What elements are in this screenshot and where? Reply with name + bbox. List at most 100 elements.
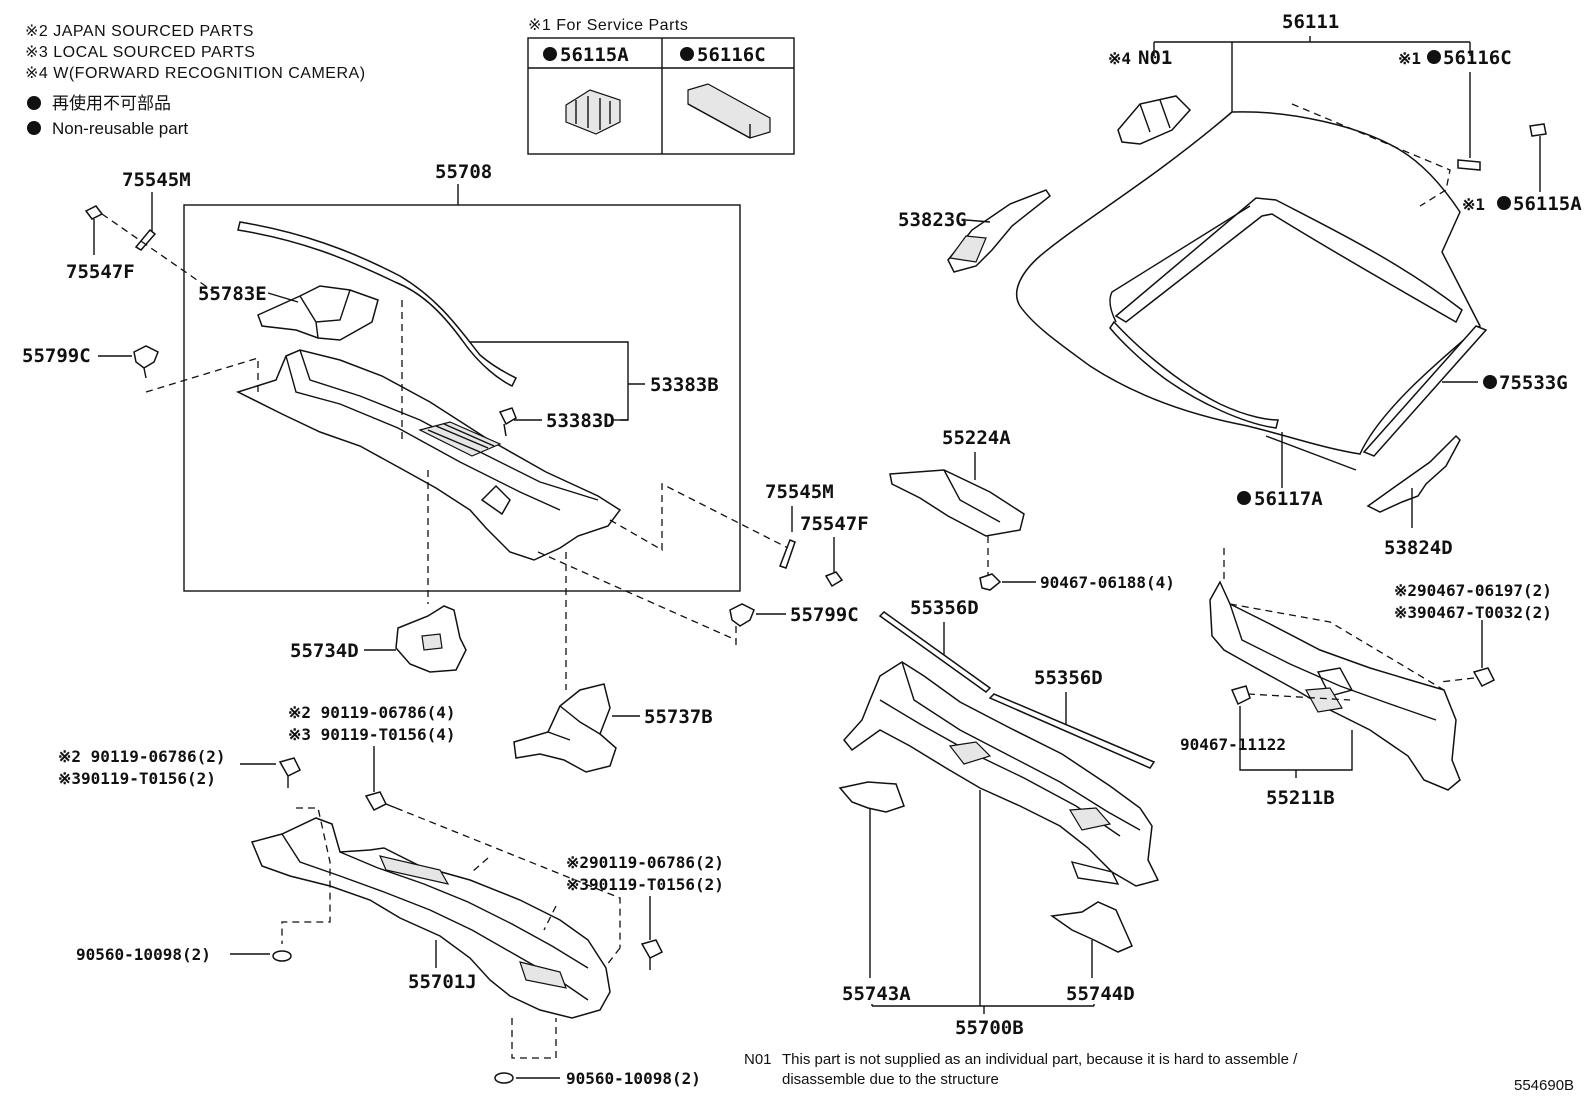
cowl-louver-55708 <box>236 349 622 561</box>
label-90467-06188: 90467-06188(4) <box>1040 573 1175 592</box>
seal-55356d-a <box>878 611 992 693</box>
label-55224a: 55224A <box>942 427 1011 449</box>
clip-53383d <box>498 407 517 437</box>
footnote-code: N01 <box>744 1051 772 1068</box>
service-col2-label: 56116C <box>697 44 766 66</box>
label-75533g: 75533G <box>1499 372 1568 394</box>
clip-55799c-a <box>133 345 159 369</box>
note-japan-sourced: ※2 JAPAN SOURCED PARTS <box>25 23 254 40</box>
clip-90467-06197 <box>1472 667 1496 687</box>
seal-55356d-b <box>988 693 1156 769</box>
legend-notes: ※2 JAPAN SOURCED PARTS ※3 LOCAL SOURCED … <box>25 23 365 138</box>
label-n01: N01 <box>1138 47 1172 69</box>
label-90560-a: 90560-10098(2) <box>76 945 211 964</box>
label-75547f-b: 75547F <box>800 513 869 535</box>
clip-75547f-b <box>824 571 844 588</box>
label-55356d-b: 55356D <box>1034 667 1103 689</box>
note-nonreuse-jp: 再使用不可部品 <box>52 93 171 113</box>
bracket-55744d <box>1049 901 1133 953</box>
label-55211b: 55211B <box>1266 787 1335 809</box>
diagram-id: 554690B <box>1514 1077 1574 1094</box>
clip-90467-06188 <box>979 573 1002 591</box>
label-55744d: 55744D <box>1066 983 1135 1005</box>
bracket-55743a <box>838 781 905 813</box>
label-53383d: 53383D <box>546 410 615 432</box>
service-table-frame <box>527 37 795 155</box>
label-55701j: 55701J <box>408 971 477 993</box>
washer-90560-a <box>272 950 292 962</box>
camera-bracket-n01 <box>1117 95 1192 145</box>
windshield-group: 56111 ※4 N01 ※1 56116C ※1 56115A 56117A … <box>898 11 1582 559</box>
molding-75533g <box>1362 325 1488 457</box>
service-parts-title: ※1 For Service Parts <box>528 17 688 34</box>
windshield-glass-56111 <box>1015 111 1481 455</box>
label-56116c: 56116C <box>1443 47 1512 69</box>
label-90119-c1: ※290119-06786(2) <box>566 853 724 872</box>
clip-55799c-b <box>729 603 755 627</box>
service-col1-label: 56115A <box>560 44 629 66</box>
clip-90467-11122 <box>1230 685 1251 706</box>
cowl-side-panel-55211b <box>1209 580 1461 791</box>
label-55743a: 55743A <box>842 983 911 1005</box>
washer-90560-b <box>494 1072 514 1084</box>
label-90119-c2: ※390119-T0156(2) <box>566 875 724 894</box>
label-55734d: 55734D <box>290 640 359 662</box>
label-90119-a2: ※3 90119-T0156(4) <box>288 725 456 744</box>
bolt-90119-b <box>278 757 302 777</box>
label-90467-11122: 90467-11122 <box>1180 735 1286 754</box>
label-56115a-prefix: ※1 <box>1462 195 1485 214</box>
clip-56115a-icon <box>565 89 621 135</box>
cowl-panel-55700b <box>843 661 1160 887</box>
label-75545m-b: 75545M <box>765 481 834 503</box>
clip-75547f-a <box>84 205 104 220</box>
label-55708: 55708 <box>435 161 492 183</box>
non-reusable-bullet-icon <box>27 96 41 110</box>
non-reusable-bullet-icon <box>27 121 41 135</box>
bracket-55737b <box>513 683 617 773</box>
cowl-side-55211b-group: ※290467-06197(2) ※390467-T0032(2) 90467-… <box>1180 548 1552 809</box>
bracket-55737b-group: 55737B <box>513 683 713 773</box>
label-55356d-a: 55356D <box>910 597 979 619</box>
label-n01-prefix: ※4 <box>1108 49 1131 68</box>
clip-55799c-a-group: 55799C <box>22 345 259 393</box>
label-90119-b2: ※390119-T0156(2) <box>58 769 216 788</box>
seal-75545m-a <box>134 228 157 251</box>
group-frame-55708 <box>183 204 741 592</box>
label-53383b: 53383B <box>650 374 719 396</box>
label-55737b: 55737B <box>644 706 713 728</box>
label-55799c-b: 55799C <box>790 604 859 626</box>
seal-strip-53383b <box>237 221 518 388</box>
footnote: N01 This part is not supplied as an indi… <box>744 1051 1298 1088</box>
label-75547f-a: 75547F <box>66 261 135 283</box>
label-53823g: 53823G <box>898 209 967 231</box>
seal-75545m-b <box>779 539 796 569</box>
corner-piece-53824d <box>1366 434 1461 513</box>
label-53824d: 53824D <box>1384 537 1453 559</box>
cowl-ventilator-group: 55708 75545M 75547F 55783E 53383B 53383D <box>66 161 789 690</box>
pad-56116c <box>1457 159 1481 171</box>
fasteners-right-group: 75545M 75547F 55799C <box>729 481 869 650</box>
molding-56117a <box>1109 320 1279 429</box>
label-56115a: 56115A <box>1513 193 1582 215</box>
note-nonreuse-en: Non-reusable part <box>52 119 188 138</box>
bracket-55734d-group: 55734D <box>290 605 467 673</box>
label-75545m-a: 75545M <box>122 169 191 191</box>
cowl-panel-55700b-group: 55356D 55356D 55743A 55744D 55700B <box>838 597 1160 1039</box>
dash-insulator-55701j <box>250 817 611 1019</box>
bolt-90119-a <box>364 791 388 811</box>
label-56111: 56111 <box>1282 11 1339 33</box>
bracket-55224a-group: 55224A 90467-06188(4) <box>889 427 1175 592</box>
label-55700b: 55700B <box>955 1017 1024 1039</box>
note-local-sourced: ※3 LOCAL SOURCED PARTS <box>25 44 255 61</box>
bolt-90119-c <box>640 939 664 959</box>
label-90119-b1: ※2 90119-06786(2) <box>58 747 226 766</box>
label-90560-b: 90560-10098(2) <box>566 1069 701 1088</box>
label-90467-06197: ※290467-06197(2) <box>1394 581 1552 600</box>
footnote-line1: This part is not supplied as an individu… <box>782 1051 1298 1068</box>
clip-56115a <box>1529 123 1547 137</box>
label-55799c-a: 55799C <box>22 345 91 367</box>
bracket-55224a <box>889 469 1025 537</box>
label-55783e: 55783E <box>198 283 267 305</box>
dash-panel-55701j-group: ※2 90119-06786(4) ※3 90119-T0156(4) ※2 9… <box>58 703 724 1088</box>
